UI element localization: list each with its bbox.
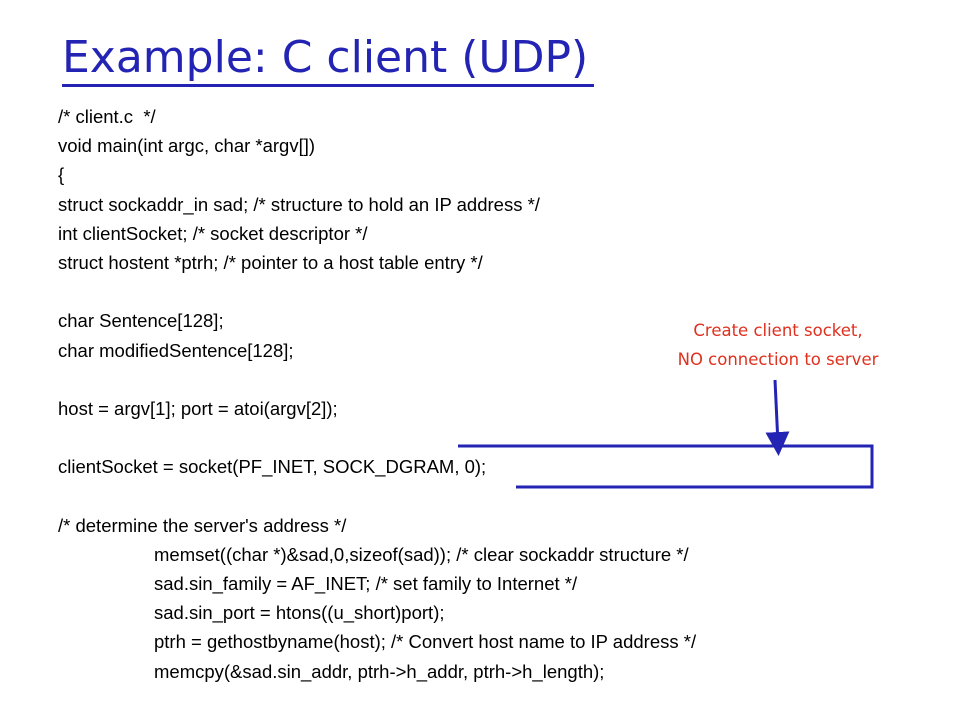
- callout-line-1: Create client socket,: [693, 321, 863, 340]
- code-line: void main(int argc, char *argv[]): [58, 135, 316, 157]
- code-line: host = argv[1]; port = atoi(argv[2]);: [58, 397, 338, 419]
- callout-line-2: NO connection to server: [677, 350, 879, 369]
- code-line: struct hostent *ptrh; /* pointer to a ho…: [58, 251, 483, 273]
- code-line: ptrh = gethostbyname(host); /* Convert h…: [154, 631, 697, 653]
- code-line: {: [58, 164, 65, 186]
- code-line: memcpy(&sad.sin_addr, ptrh->h_addr, ptrh…: [154, 660, 605, 682]
- code-line: struct sockaddr_in sad; /* structure to …: [58, 193, 540, 215]
- code-line: [58, 277, 918, 306]
- code-line: memset((char *)&sad,0,sizeof(sad)); /* c…: [154, 543, 689, 565]
- code-line: sad.sin_port = htons((u_short)port);: [154, 602, 445, 624]
- title-underline: [62, 84, 594, 87]
- slide-title: Example: C client (UDP): [62, 32, 589, 83]
- callout-annotation: Create client socket, NO connection to s…: [628, 316, 928, 374]
- code-line: /* determine the server's address */: [58, 514, 347, 536]
- code-line: int clientSocket; /* socket descriptor *…: [58, 222, 368, 244]
- code-line: char modifiedSentence[128];: [58, 339, 294, 361]
- code-line: clientSocket = socket(PF_INET, SOCK_DGRA…: [58, 456, 487, 478]
- code-line: sad.sin_family = AF_INET; /* set family …: [154, 573, 578, 594]
- code-line: char Sentence[128];: [58, 310, 224, 332]
- code-line: [58, 423, 918, 452]
- code-line: [58, 481, 918, 510]
- code-line: /* client.c */: [58, 106, 156, 127]
- code-listing: /* client.c */ void main(int argc, char *…: [58, 102, 918, 686]
